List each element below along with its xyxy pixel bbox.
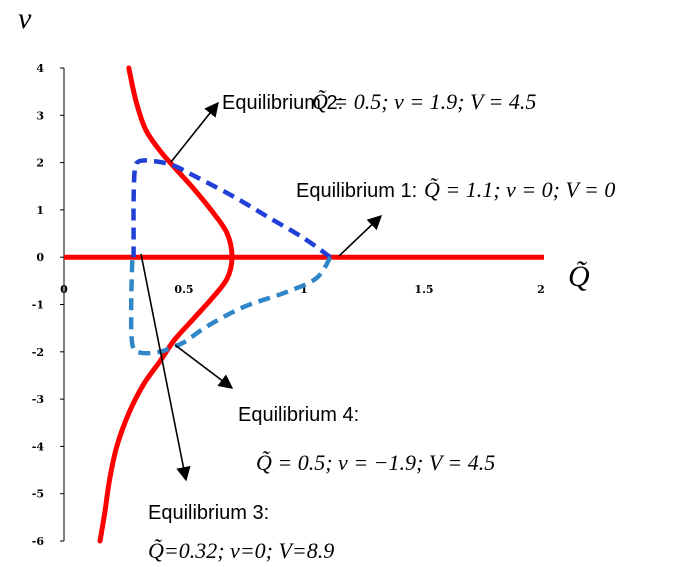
equilibrium-2-formula: Q̃ = 0.5; v = 1.9; V = 4.5 (312, 89, 536, 114)
equilibrium-4-arrow (174, 344, 234, 389)
red-curve (97, 65, 235, 544)
annotation-layer: Equilibrium 2:Q̃ = 0.5; v = 1.9; V = 4.5… (140, 89, 615, 563)
equilibrium-1-arrow (338, 215, 383, 257)
equilibrium-3-label: Equilibrium 3: (148, 502, 269, 524)
x-tick-label: 1 (300, 283, 308, 296)
y-tick-label: 2 (36, 157, 44, 170)
y-tick-label: 4 (36, 62, 44, 75)
y-tick-label: -4 (32, 440, 45, 453)
equilibrium-4-formula: Q̃ = 0.5; v = −1.9; V = 4.5 (256, 450, 495, 475)
y-tick-label: -2 (32, 346, 44, 359)
equilibrium-2-label: Equilibrium 2: (222, 92, 343, 114)
equilibrium-2-arrow (170, 101, 219, 163)
y-axis-label: v (18, 2, 32, 35)
y-tick-label: -6 (32, 535, 45, 548)
equilibrium-3-arrow (140, 253, 191, 482)
equilibrium-4-label: Equilibrium 4: (238, 404, 359, 426)
x-tick-label: 2 (537, 283, 545, 296)
x-tick-label: 0.5 (174, 283, 193, 296)
y-tick-label: -5 (32, 488, 44, 501)
curve-layer (64, 65, 544, 544)
y-tick-label: 1 (36, 204, 44, 217)
x-tick-label: 1.5 (414, 283, 433, 296)
axes-layer: 4 3 2 1 0 -1 -2 -3 -4 -5 -6 0 0.5 1 1.5 2 vQ̃ (18, 2, 590, 548)
y-tick-label: 3 (36, 109, 44, 122)
blue-dashed-curve-upper (131, 158, 332, 260)
y-tick-label: -1 (32, 299, 44, 312)
equilibrium-1-formula: Q̃ = 1.1; v = 0; V = 0 (424, 177, 615, 202)
equilibrium-1-label: Equilibrium 1: (296, 180, 417, 202)
x-tick-label: 0 (60, 283, 68, 296)
y-tick-label: -3 (32, 393, 44, 406)
blue-dashed-curve-lower (128, 255, 333, 356)
equilibrium-3-formula: Q̃=0.32; v=0; V=8.9 (148, 538, 334, 563)
y-tick-label: 0 (36, 251, 44, 264)
x-axis-label: Q̃ (568, 260, 590, 293)
